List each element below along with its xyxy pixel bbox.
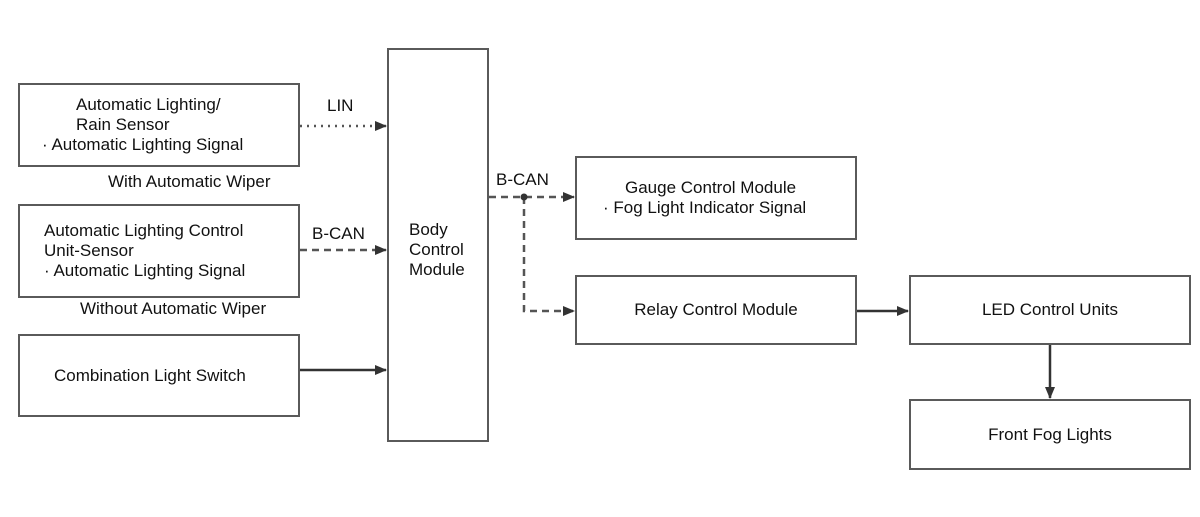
block-text-line: Body <box>409 220 448 239</box>
bcan-output-label: B-CAN <box>496 170 549 189</box>
bcan-input-label: B-CAN <box>312 224 365 243</box>
automatic-lighting-rain-sensor-block: Automatic Lighting/ Rain Sensor · Automa… <box>18 83 300 167</box>
led-control-units-block: LED Control Units <box>909 275 1191 345</box>
body-control-module-block: Body Control Module <box>387 48 489 442</box>
block-text-line: Relay Control Module <box>634 300 798 319</box>
block-text-line: Automatic Lighting Control <box>44 221 244 240</box>
without-automatic-wiper-caption: Without Automatic Wiper <box>80 299 267 318</box>
bcan-junction-dot <box>520 193 528 201</box>
lin-label: LIN <box>327 96 354 115</box>
block-text-line: Automatic Lighting/ <box>76 95 221 114</box>
block-text-line: Unit-Sensor <box>44 241 134 260</box>
block-text-line: Rain Sensor <box>76 115 170 134</box>
gauge-control-module-block: Gauge Control Module · Fog Light Indicat… <box>575 156 857 240</box>
relay-control-module-block: Relay Control Module <box>575 275 857 345</box>
block-text-line: Front Fog Lights <box>988 424 1112 444</box>
block-text-line: · Automatic Lighting Signal <box>44 261 246 280</box>
block-text-line: Combination Light Switch <box>54 365 246 385</box>
block-text-line: · Automatic Lighting Signal <box>42 135 244 154</box>
block-text-line: Gauge Control Module <box>625 178 797 197</box>
block-text-line: Control <box>409 240 464 259</box>
block-text-line: Module <box>409 260 465 279</box>
automatic-lighting-control-unit-sensor-block: Automatic Lighting Control Unit-Sensor ·… <box>18 204 300 298</box>
bcan-relay-connection-arrow <box>522 197 575 316</box>
block-text-line: · Fog Light Indicator Signal <box>603 198 807 217</box>
combination-light-switch-block: Combination Light Switch <box>18 334 300 417</box>
front-fog-lights-block: Front Fog Lights <box>909 399 1191 470</box>
block-text-line: LED Control Units <box>981 300 1119 319</box>
with-automatic-wiper-caption: With Automatic Wiper <box>108 172 271 191</box>
